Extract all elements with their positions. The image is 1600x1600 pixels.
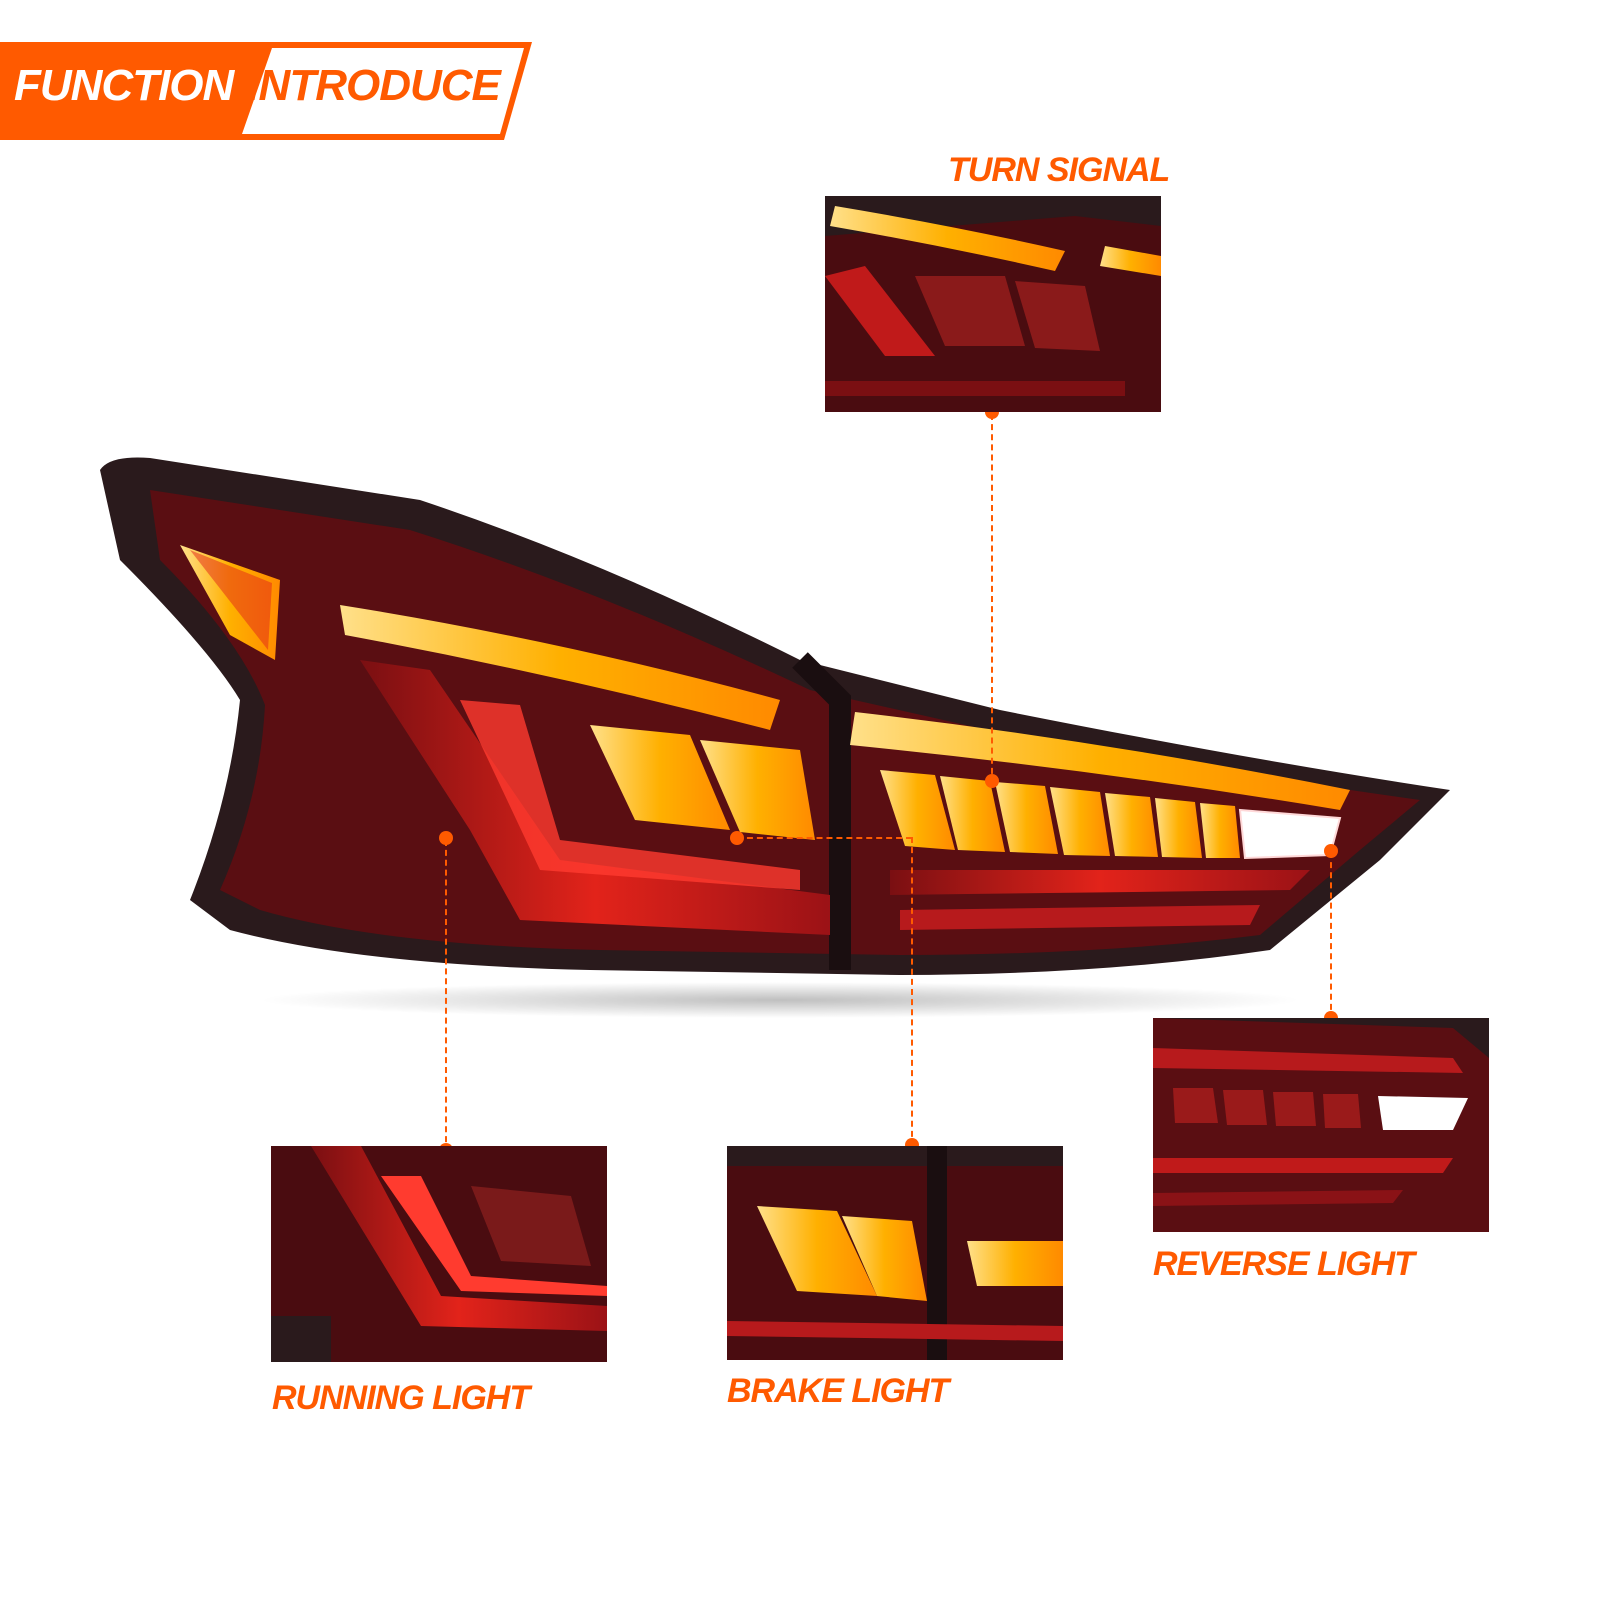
reverse-light-label: REVERSE LIGHT: [1153, 1245, 1415, 1283]
dot-turn-signal-lamp: [985, 774, 999, 788]
banner-title: FUNCTION INTRODUCE: [14, 61, 501, 110]
banner-word-introduce: INTRODUCE: [247, 61, 501, 110]
guide-brake-horizontal: [737, 837, 912, 839]
guide-turn-signal: [991, 414, 993, 784]
brake-segments-right: [880, 770, 1240, 858]
floor-shadow: [260, 982, 1300, 1018]
brake-light-thumbnail: [727, 1146, 1063, 1360]
turn-strip-left: [340, 605, 780, 730]
dot-brake-lamp: [730, 831, 744, 845]
banner-shape: [0, 42, 532, 140]
dot-reverse-lamp: [1324, 844, 1338, 858]
brake-cluster-left-2: [700, 740, 815, 840]
housing-seam: [792, 652, 851, 970]
guide-brake-vertical: [911, 837, 913, 1147]
running-light-thumbnail: [271, 1146, 607, 1362]
turn-strip-right: [850, 712, 1350, 810]
lower-bar-right-1: [890, 870, 1310, 895]
running-chevron-inner: [460, 700, 800, 890]
running-light-label: RUNNING LIGHT: [272, 1379, 530, 1417]
guide-reverse-light: [1330, 852, 1332, 1020]
function-introduce-banner: FUNCTION INTRODUCE: [0, 0, 560, 150]
brake-light-label: BRAKE LIGHT: [727, 1372, 949, 1410]
running-chevron-outer: [360, 660, 830, 935]
dot-running-lamp: [439, 831, 453, 845]
lower-bar-right-2: [900, 905, 1260, 930]
turn-signal-label: TURN SIGNAL: [948, 151, 1170, 189]
brake-cluster-left-1: [590, 725, 730, 830]
turn-signal-thumbnail: [825, 196, 1161, 412]
guide-running-light: [445, 840, 447, 1152]
reverse-light-thumbnail: [1153, 1018, 1489, 1232]
banner-word-function: FUNCTION: [14, 61, 234, 110]
